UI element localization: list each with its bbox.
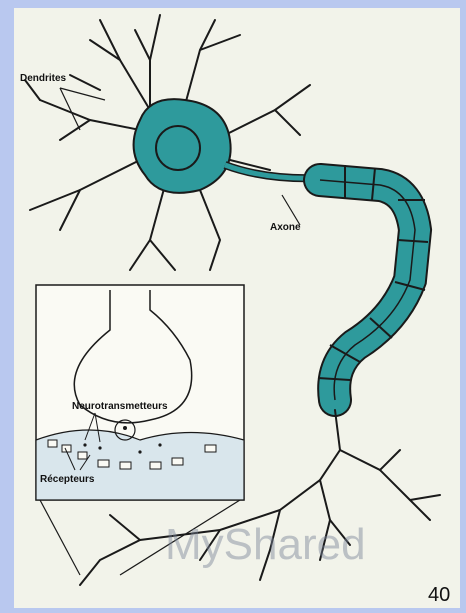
label-dendrites: Dendrites	[20, 73, 66, 84]
label-neurotransmitters: Neurotransmetteurs	[72, 401, 168, 412]
label-receptors: Récepteurs	[40, 474, 94, 485]
page-number: 40	[428, 584, 450, 607]
postsynaptic-membrane	[36, 430, 244, 500]
label-axon: Axone	[270, 222, 301, 233]
watermark: MyShared	[165, 520, 366, 570]
nucleus	[156, 126, 200, 170]
